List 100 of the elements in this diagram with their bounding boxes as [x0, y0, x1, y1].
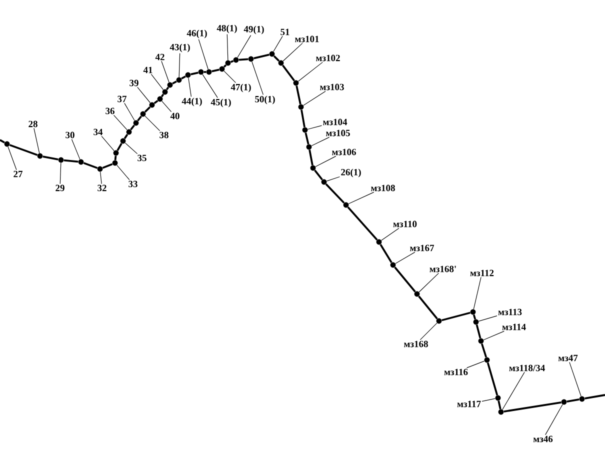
route-line — [212, 68, 220, 72]
survey-point — [4, 141, 10, 147]
route-line — [300, 110, 306, 128]
leader-line — [202, 74, 218, 98]
route-line — [190, 72, 198, 76]
route-line — [144, 106, 151, 113]
route-line — [282, 64, 296, 82]
leader-line — [100, 172, 102, 184]
point-label: мз105 — [326, 130, 350, 136]
leader-line — [178, 53, 180, 78]
survey-point — [390, 262, 396, 268]
route-line — [273, 55, 280, 62]
route-line — [418, 296, 438, 320]
survey-point — [436, 318, 442, 324]
leader-line — [348, 192, 374, 204]
route-line — [254, 54, 270, 60]
leader-line — [303, 90, 326, 106]
point-label: мз108 — [370, 184, 395, 192]
leader-line — [466, 360, 485, 368]
survey-point — [58, 157, 64, 163]
route-line — [64, 159, 78, 163]
point-label: мз113 — [498, 308, 522, 316]
survey-point — [206, 69, 212, 75]
survey-point — [78, 159, 84, 165]
point-label: 49(1) — [244, 26, 264, 34]
leader-line — [114, 114, 128, 130]
survey-point — [343, 202, 349, 208]
route-line — [296, 86, 302, 104]
point-label: мз114 — [502, 324, 526, 330]
point-label: 50(1) — [255, 96, 275, 104]
route-line — [0, 139, 5, 144]
survey-point — [97, 166, 103, 172]
leader-line — [198, 39, 208, 70]
route-line — [230, 60, 234, 63]
survey-point — [157, 96, 163, 102]
survey-point — [278, 60, 284, 66]
leader-line — [282, 42, 303, 62]
point-label: мз112 — [470, 270, 494, 276]
leader-line — [483, 330, 504, 340]
point-label: мз102 — [316, 54, 340, 62]
survey-point — [473, 319, 479, 325]
point-label: 37 — [118, 96, 127, 102]
route-line — [154, 100, 158, 104]
point-label: мз101 — [294, 36, 319, 42]
leader-line — [8, 146, 17, 170]
point-label: мз118/34 — [509, 364, 545, 372]
survey-point — [176, 77, 182, 83]
route-line — [472, 314, 476, 320]
leader-line — [188, 78, 192, 97]
route-line — [130, 124, 135, 130]
route-line — [304, 132, 310, 144]
leader-line — [311, 136, 330, 146]
survey-point — [376, 239, 382, 245]
point-label: 39 — [130, 80, 138, 86]
point-label: 48(1) — [216, 24, 237, 34]
survey-point — [470, 309, 476, 315]
survey-point — [225, 60, 231, 66]
leader-line — [252, 61, 264, 95]
point-label: 38 — [160, 132, 168, 138]
point-label: 45(1) — [210, 98, 231, 108]
leader-line — [420, 322, 438, 340]
route-line — [223, 64, 227, 68]
route-line — [181, 76, 186, 80]
leader-line — [101, 136, 114, 152]
leader-line — [161, 60, 170, 83]
survey-point — [219, 66, 225, 72]
route-line — [498, 400, 502, 410]
survey-point — [478, 338, 484, 344]
survey-point — [113, 150, 119, 156]
route-line — [102, 163, 113, 169]
survey-point — [293, 80, 299, 86]
route-line — [308, 150, 314, 166]
leader-line — [237, 35, 252, 58]
survey-point — [561, 399, 567, 405]
route-line — [314, 170, 323, 180]
point-label: 30 — [66, 132, 74, 138]
survey-point — [140, 111, 146, 117]
route-line — [137, 116, 142, 122]
leader-line — [137, 86, 150, 104]
route-line — [166, 86, 170, 90]
survey-point — [162, 89, 168, 95]
survey-point — [498, 409, 504, 415]
leader-line — [315, 156, 336, 167]
point-label: мз106 — [332, 148, 356, 156]
route-line — [114, 156, 117, 160]
point-label: 33 — [128, 180, 138, 188]
point-label: 28 — [28, 120, 38, 128]
route-line — [42, 156, 58, 160]
leader-line — [124, 142, 138, 154]
point-label: 29 — [56, 184, 64, 192]
leader-line — [116, 164, 130, 180]
leader-line — [144, 116, 160, 132]
point-label: 43(1) — [170, 44, 190, 52]
route-line — [160, 94, 164, 98]
leader-line — [482, 398, 496, 402]
route-line — [204, 71, 206, 73]
route-line — [584, 394, 605, 400]
point-label: 40 — [170, 112, 180, 120]
leader-line — [326, 176, 340, 182]
point-label: мз117 — [457, 400, 481, 408]
